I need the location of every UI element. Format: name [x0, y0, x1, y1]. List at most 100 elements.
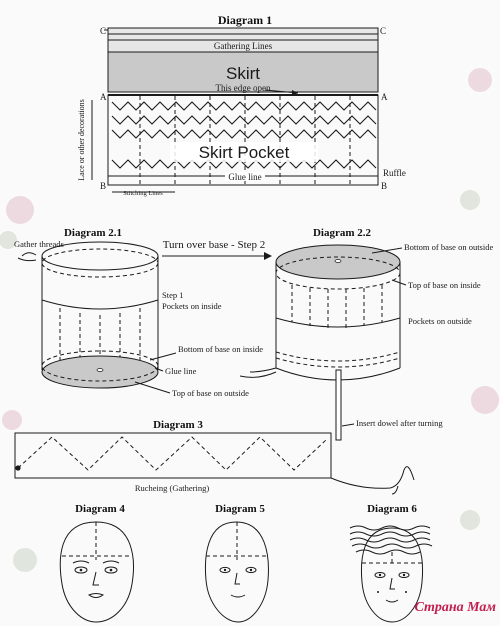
face-4-right-eye	[104, 566, 118, 574]
base-disc	[41, 355, 159, 389]
face-4-nose	[92, 571, 99, 586]
face-6-freckle	[377, 591, 379, 593]
pockets-outside-label: Pockets on outside	[408, 316, 472, 326]
lace-zigzag-row	[111, 129, 377, 139]
diagram-3-title: Diagram 3	[153, 419, 203, 431]
corner-c-left: C	[100, 26, 106, 36]
gathering-lines-label: Gathering Lines	[214, 41, 273, 51]
gather-line-2b	[275, 357, 401, 368]
rucheing-strip	[14, 432, 332, 479]
face-4-left-eye	[74, 566, 88, 574]
glue-label-backdrop	[225, 172, 265, 181]
watermark-text: Страна Мам	[414, 600, 496, 615]
face-5-left-pupil	[223, 568, 227, 572]
edge-open-label: This edge open	[216, 83, 271, 93]
face-6-left-eye	[374, 572, 386, 578]
pulled-thread	[330, 466, 415, 495]
bottom-inside-label: Bottom of base on inside	[178, 344, 263, 354]
corner-a-right: A	[381, 92, 388, 102]
face-5-right-eye	[245, 566, 257, 574]
face-6-hair	[349, 525, 433, 555]
rucheing-label: Rucheing (Gathering)	[135, 483, 210, 493]
face-4-brows	[72, 560, 120, 564]
face-outline-6	[360, 527, 424, 623]
gather-line-2a	[275, 351, 401, 362]
corner-c-right: C	[380, 26, 386, 36]
diagram-6-title: Diagram 6	[367, 503, 417, 515]
diagram-2-1-title: Diagram 2.1	[64, 227, 122, 239]
top-inside-label: Top of base on inside	[408, 280, 481, 290]
face-5-right-pupil	[249, 568, 253, 572]
top-outside-leader	[134, 381, 171, 394]
diagram-5: Diagram 5	[204, 503, 269, 623]
face-6-right-eye	[398, 572, 410, 578]
skirt-label: Skirt	[226, 64, 260, 83]
face-6-nose	[389, 577, 395, 590]
dowel	[335, 369, 342, 441]
step-1-label: Step 1	[162, 290, 184, 300]
pockets-inside-label: Pockets on inside	[162, 301, 222, 311]
glue-line-2-label: Glue line	[165, 366, 197, 376]
bottom-outside-label: Bottom of base on outside	[404, 242, 493, 252]
decorations-side-label: Lace or other decorations	[77, 99, 86, 181]
face-5-mouth	[230, 594, 246, 598]
diagram-2-2-title: Diagram 2.2	[313, 227, 372, 239]
rucheing-start-knot	[15, 465, 21, 471]
diagram-4: Diagram 4	[59, 503, 134, 623]
glue-line-label: Glue line	[228, 172, 261, 182]
stitching-lines-label: Stitching Lines	[123, 190, 163, 197]
rucheing-zigzag	[17, 436, 327, 471]
gather-thread-line	[41, 248, 159, 278]
lace-zigzag-row	[111, 159, 377, 169]
thread-ends-2	[239, 367, 277, 378]
gather-threads-label: Gather threads	[14, 239, 64, 249]
diagram-2-1: Diagram 2.1 Gather threads Step 1 Pocket…	[14, 227, 263, 398]
top-inside-leader	[391, 279, 407, 286]
base-center-hole	[96, 368, 104, 372]
glue-line-circle	[41, 350, 159, 382]
diagram-1-title: Diagram 1	[218, 13, 272, 27]
corner-b-left: B	[100, 181, 106, 191]
site-watermark: Страна Мам	[414, 600, 496, 615]
diagram-3: Diagram 3 Rucheing (Gathering)	[14, 419, 415, 495]
base-top-hole	[334, 259, 342, 263]
skirt-pocket-label: Skirt Pocket	[199, 143, 290, 162]
pocket-label-backdrop	[170, 142, 318, 162]
ruffle-label: Ruffle	[383, 168, 406, 178]
pocket-2-stitch-lines	[291, 285, 383, 328]
pocket-2-edge	[275, 317, 401, 328]
face-6-right-pupil	[402, 573, 406, 577]
background-floral-decoration	[0, 68, 499, 572]
stitching-lines	[139, 96, 351, 185]
diagram-5-title: Diagram 5	[215, 503, 265, 515]
lace-zigzag-row	[111, 101, 377, 111]
face-5-nose	[234, 572, 240, 585]
face-5-left-eye	[219, 566, 231, 574]
pocket-edge-line	[41, 299, 159, 310]
turn-over-label: Turn over base - Step 2	[163, 239, 266, 251]
diagram-6: Diagram 6	[349, 503, 433, 623]
face-4-mouth	[87, 593, 105, 598]
turn-over-step: Turn over base - Step 2	[162, 239, 272, 260]
face-outline-5	[204, 521, 269, 623]
glue-line-leader	[154, 367, 164, 372]
diagram-4-title: Diagram 4	[75, 503, 125, 515]
face-6-left-pupil	[378, 573, 382, 577]
turn-over-arrowhead	[264, 252, 272, 260]
top-outside-label: Top of base on outside	[172, 388, 249, 398]
face-6-freckle	[405, 591, 407, 593]
bottom-inside-leader	[149, 352, 177, 361]
gather-thread-ends	[17, 252, 37, 262]
face-4-left-pupil	[79, 568, 83, 572]
insert-dowel-label: Insert dowel after turning	[356, 418, 443, 428]
diagram-1: Diagram 1 Gathering Lines Skirt This edg…	[77, 13, 406, 197]
lace-zigzag-row	[111, 115, 377, 125]
diagram-2-2: Diagram 2.2 Bottom of base on outside To…	[239, 227, 493, 441]
face-4-right-pupil	[109, 568, 113, 572]
insert-dowel-leader	[341, 423, 355, 427]
face-outline-4	[59, 521, 134, 623]
face-6-mouth	[385, 599, 399, 603]
bottom-outside-leader	[371, 247, 403, 254]
